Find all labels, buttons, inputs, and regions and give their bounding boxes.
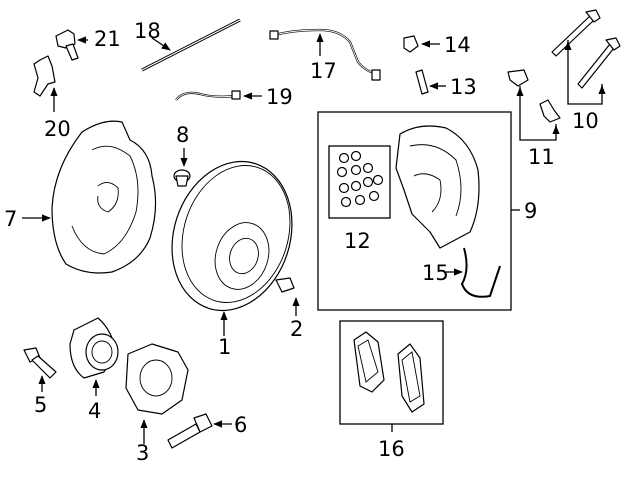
wire-part-18 [141, 18, 241, 72]
callout-18: 18 [134, 19, 161, 43]
caliper-part-9 [395, 125, 520, 249]
callout-19: 19 [266, 85, 293, 109]
flange-part-3 [125, 343, 189, 444]
brake-rotor-part-1 [171, 160, 293, 336]
hardware-kit-box [328, 145, 391, 219]
callout-9: 9 [524, 199, 537, 223]
callout-20: 20 [44, 117, 71, 141]
callout-15: 15 [422, 261, 449, 285]
callout-14: 14 [444, 33, 471, 57]
wear-sensor-part-15 [446, 247, 501, 298]
dust-shield-part-7 [22, 120, 157, 274]
callout-11: 11 [528, 145, 555, 169]
sensor-part-20 [33, 55, 58, 112]
caliper-group-box [317, 111, 512, 311]
bolt-part-5 [23, 347, 57, 392]
brake-pads-part-16 [353, 331, 425, 432]
bolt-part-21 [55, 29, 88, 61]
callout-10: 10 [572, 109, 599, 133]
hub-part-4 [69, 317, 119, 396]
seal-kit-part-12 [336, 150, 384, 208]
callout-2: 2 [290, 317, 303, 341]
clip-part-14 [403, 35, 440, 53]
bolts-part-10 [551, 9, 621, 105]
wire-part-19 [175, 90, 262, 101]
callout-12: 12 [344, 229, 371, 253]
callout-8: 8 [176, 123, 189, 147]
stud-part-6 [167, 413, 232, 449]
callout-4: 4 [88, 399, 101, 423]
bolt-part-2 [275, 277, 300, 316]
brake-pads-box [339, 320, 444, 425]
callout-17: 17 [310, 59, 337, 83]
callout-5: 5 [34, 393, 47, 417]
callout-3: 3 [136, 441, 149, 465]
callout-1: 1 [218, 335, 231, 359]
callout-7: 7 [4, 207, 17, 231]
screw-part-8 [173, 148, 191, 187]
callout-6: 6 [234, 413, 247, 437]
callout-16: 16 [378, 437, 405, 461]
bleeder-part-13 [415, 69, 446, 95]
callout-21: 21 [94, 27, 121, 51]
callout-13: 13 [450, 75, 477, 99]
harness-part-17 [269, 28, 381, 81]
clips-part-11 [507, 69, 561, 141]
